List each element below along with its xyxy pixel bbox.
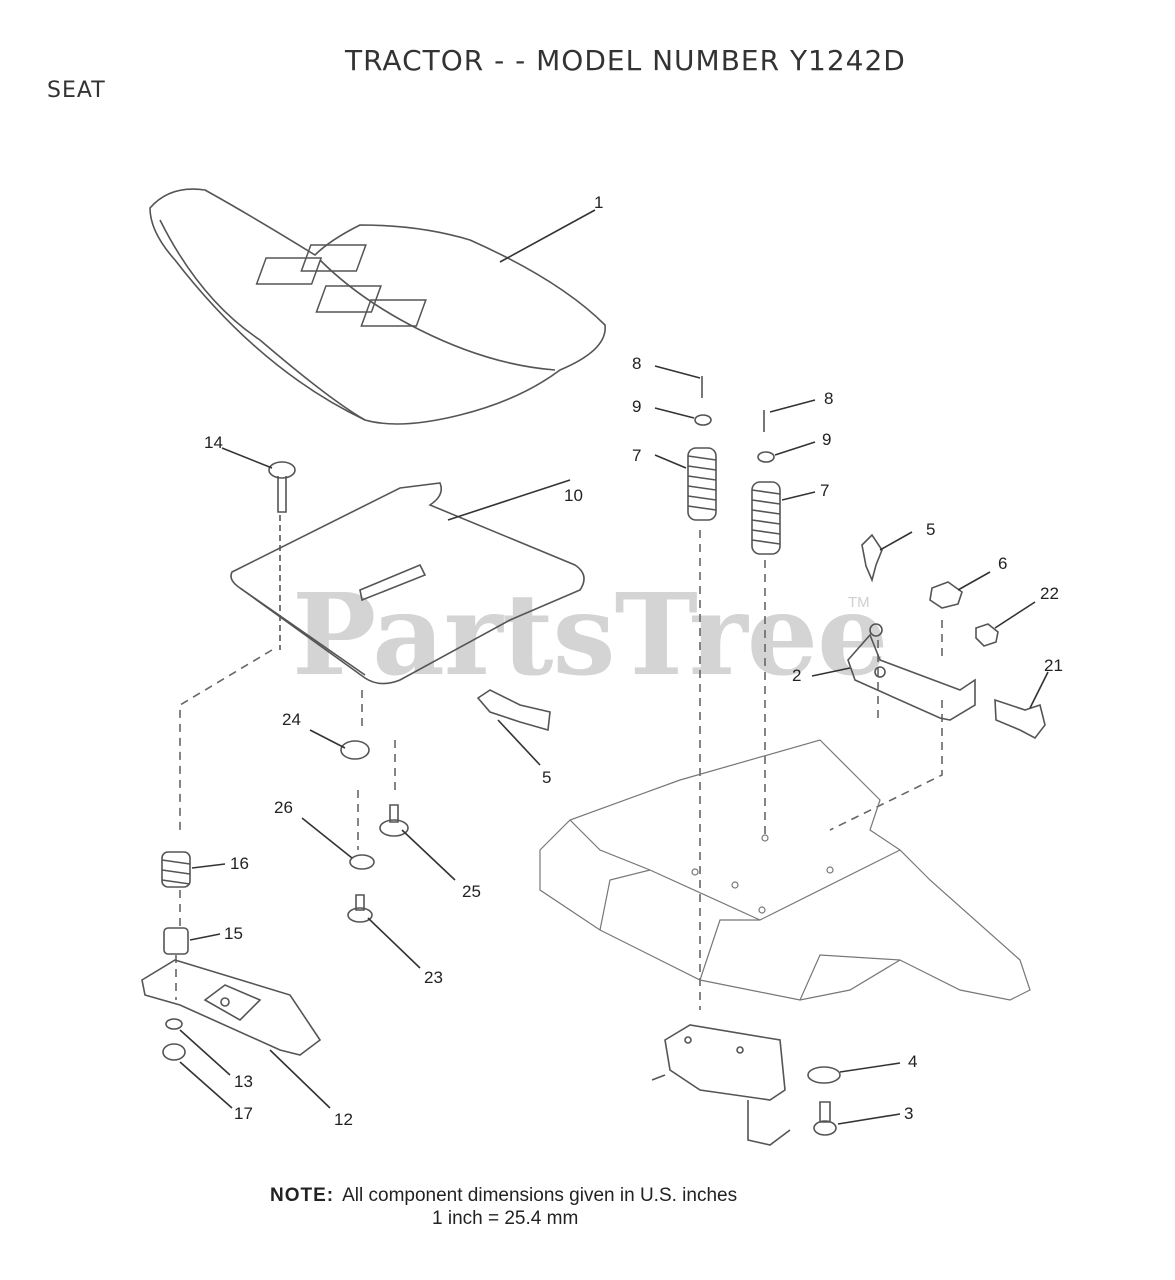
callout-16: 16 (230, 854, 249, 873)
screw-8b[interactable] (757, 399, 816, 463)
washer-4[interactable] (807, 1062, 901, 1084)
callout-8a: 8 (632, 354, 642, 373)
assembly-guides (175, 530, 943, 1010)
knob-5a[interactable] (861, 531, 913, 583)
page-title: TRACTOR - - MODEL NUMBER Y1242D (345, 44, 906, 77)
callout-5b: 5 (542, 768, 552, 787)
washer-26[interactable] (301, 817, 375, 870)
spring-16[interactable] (161, 851, 226, 888)
nut-17[interactable] (162, 1043, 233, 1109)
seat-part[interactable] (149, 188, 606, 425)
bolt-21[interactable] (994, 671, 1049, 740)
nut-22[interactable] (975, 601, 1036, 647)
spring-7b[interactable] (751, 481, 816, 555)
screw-8a[interactable] (654, 365, 712, 426)
callout-4: 4 (908, 1052, 918, 1071)
seat-pan-part[interactable] (230, 479, 585, 685)
nut-6[interactable] (929, 571, 991, 609)
bolt-14[interactable] (221, 447, 296, 650)
callout-24: 24 (282, 710, 301, 729)
watermark: PartsTree (292, 570, 888, 701)
watermark-tm: TM (848, 594, 870, 611)
callout-5a: 5 (926, 520, 936, 539)
bolt-3[interactable] (813, 1101, 901, 1136)
callout-17: 17 (234, 1104, 253, 1123)
callout-22: 22 (1040, 584, 1059, 603)
note-label: NOTE: (270, 1185, 335, 1206)
screw-23[interactable] (347, 894, 421, 969)
callout-14: 14 (204, 433, 223, 452)
knob-5b[interactable] (476, 689, 551, 766)
callout-6: 6 (998, 554, 1008, 573)
washer-24[interactable] (309, 729, 370, 760)
spacer-15[interactable] (163, 927, 221, 955)
washer-13[interactable] (165, 1018, 231, 1076)
callout-7b: 7 (820, 481, 830, 500)
callout-10: 10 (564, 486, 583, 505)
callout-3: 3 (904, 1104, 914, 1123)
callout-13: 13 (234, 1072, 253, 1091)
callout-12: 12 (334, 1110, 353, 1129)
callout-25: 25 (462, 882, 481, 901)
note-line1: All component dimensions given in U.S. i… (342, 1185, 738, 1206)
screw-25[interactable] (379, 804, 456, 881)
note-line2: 1 inch = 25.4 mm (432, 1208, 579, 1229)
callout-23: 23 (424, 968, 443, 987)
callout-26: 26 (274, 798, 293, 817)
bracket-2[interactable] (811, 623, 976, 721)
callout-1: 1 (594, 193, 604, 212)
bracket-12[interactable] (141, 959, 331, 1109)
section-label: SEAT (47, 78, 106, 103)
mount-plate[interactable] (651, 1024, 791, 1146)
spring-7a[interactable] (654, 447, 717, 521)
callout-15: 15 (224, 924, 243, 943)
callout-7a: 7 (632, 446, 642, 465)
tractor-frame (539, 739, 1031, 1001)
callout-9b: 9 (822, 430, 832, 449)
callout-9a: 9 (632, 397, 642, 416)
callout-2: 2 (792, 666, 802, 685)
note: NOTE: All component dimensions given in U… (270, 1185, 737, 1207)
callout-8b: 8 (824, 389, 834, 408)
callout-21: 21 (1044, 656, 1063, 675)
